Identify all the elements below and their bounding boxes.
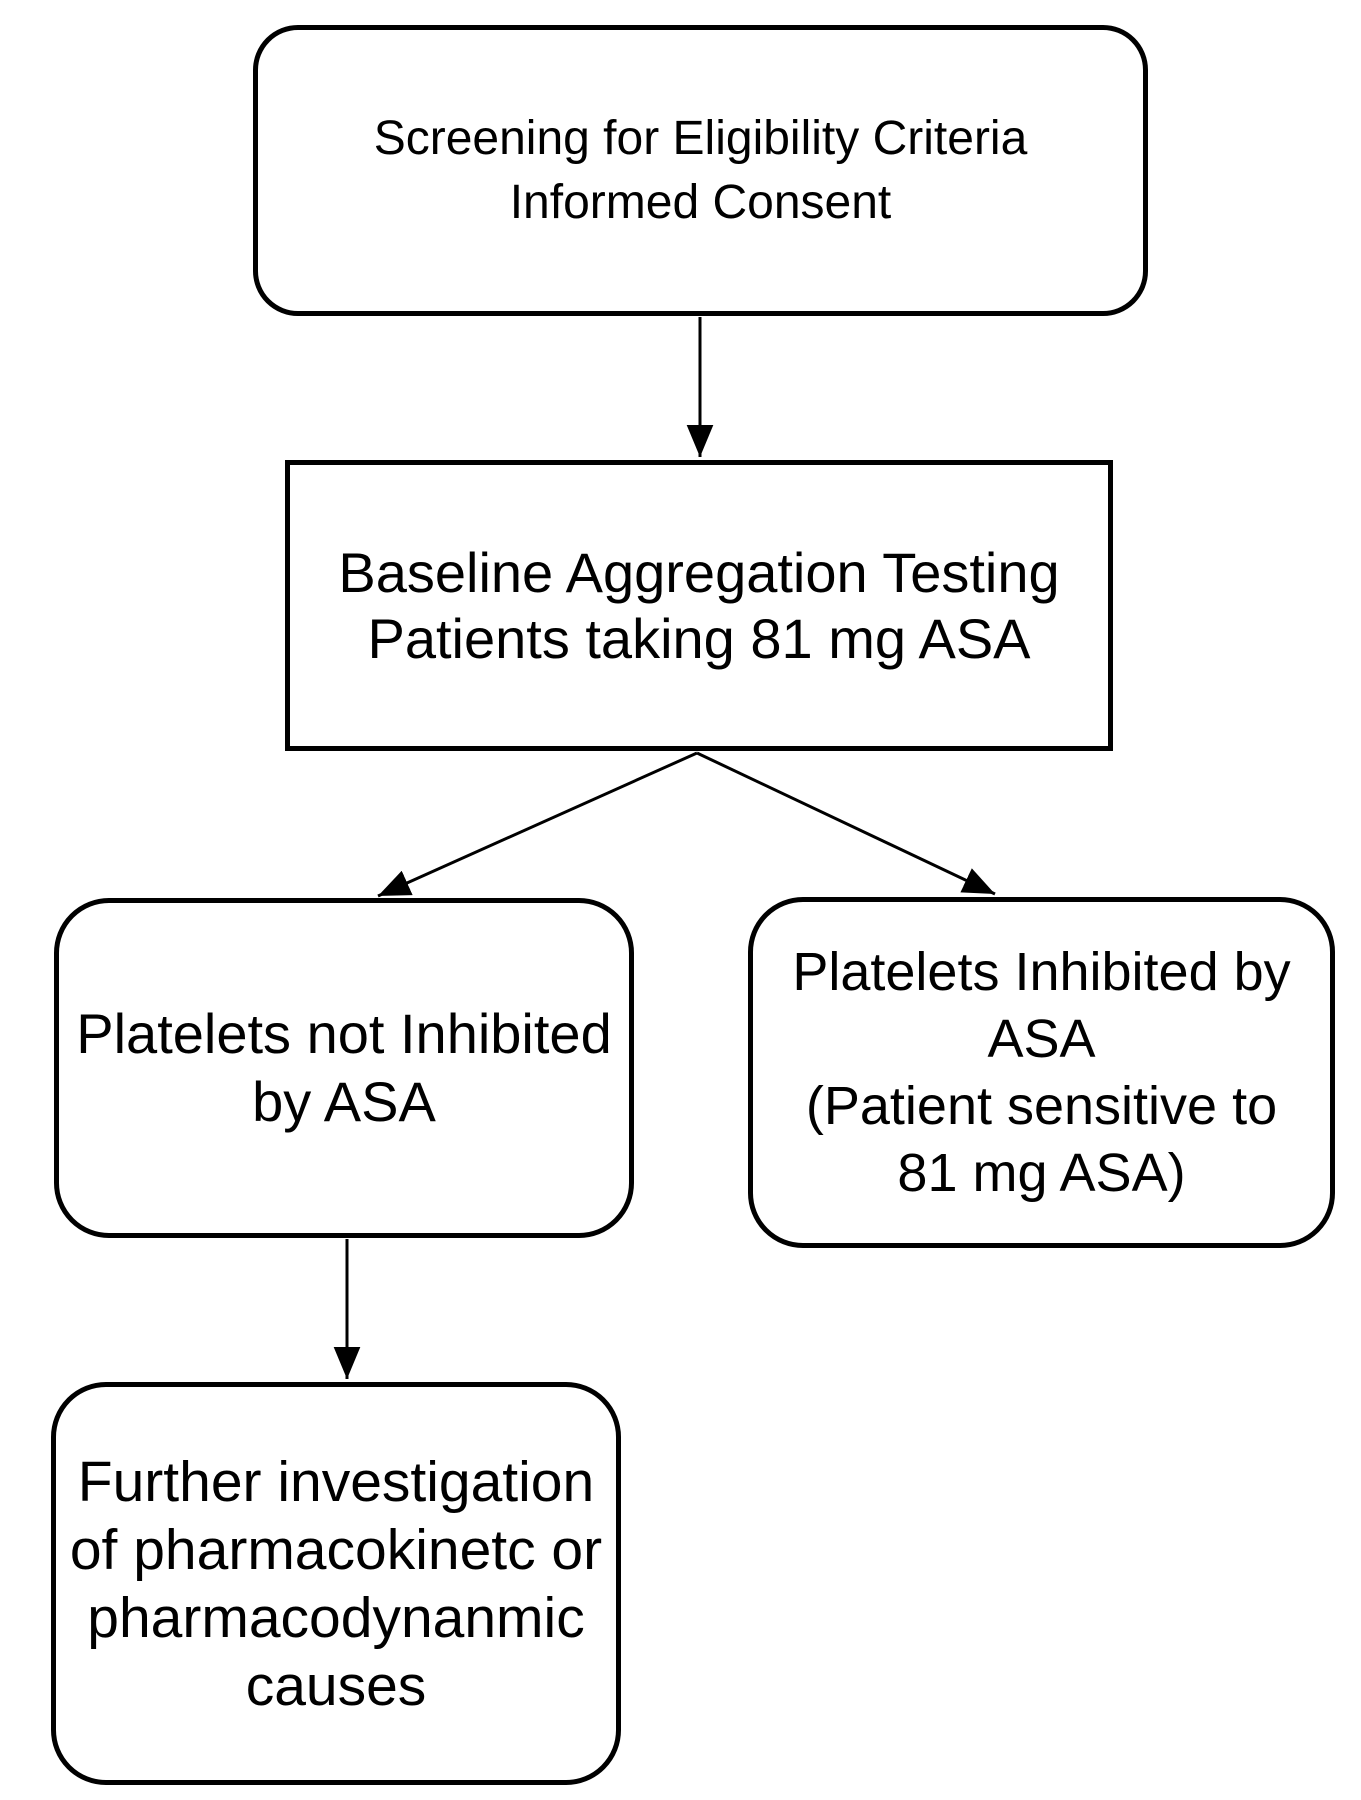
node-line: pharmacodynanmic (87, 1585, 585, 1650)
node-platelets-not-inhibited: Platelets not Inhibited by ASA (54, 898, 634, 1238)
node-line: by ASA (252, 1070, 436, 1133)
node-platelets-inhibited: Platelets Inhibited by ASA (Patient sens… (748, 897, 1335, 1248)
node-line: causes (245, 1653, 427, 1718)
arrow-baseline-to-inhibited (696, 751, 996, 896)
node-screening: Screening for Eligibility Criteria Infor… (253, 25, 1148, 316)
node-line: Platelets not Inhibited (76, 1002, 612, 1065)
node-line: (Patient sensitive to (805, 1075, 1278, 1136)
node-line: Platelets Inhibited by (792, 941, 1291, 1002)
node-line: Baseline Aggregation Testing (338, 540, 1060, 604)
node-line: Patients taking 81 mg ASA (367, 606, 1031, 670)
node-line: 81 mg ASA) (897, 1142, 1186, 1203)
node-baseline-testing: Baseline Aggregation Testing Patients ta… (285, 460, 1113, 751)
arrow-baseline-to-not-inhibited (377, 751, 698, 898)
node-line: of pharmacokinetc or (69, 1517, 603, 1582)
node-line: Informed Consent (509, 175, 892, 229)
node-line: Screening for Eligibility Criteria (373, 111, 1028, 165)
node-line: ASA (987, 1008, 1096, 1069)
node-line: Further investigation (77, 1449, 595, 1514)
node-further-investigation: Further investigation of pharmacokinetc … (51, 1382, 621, 1785)
